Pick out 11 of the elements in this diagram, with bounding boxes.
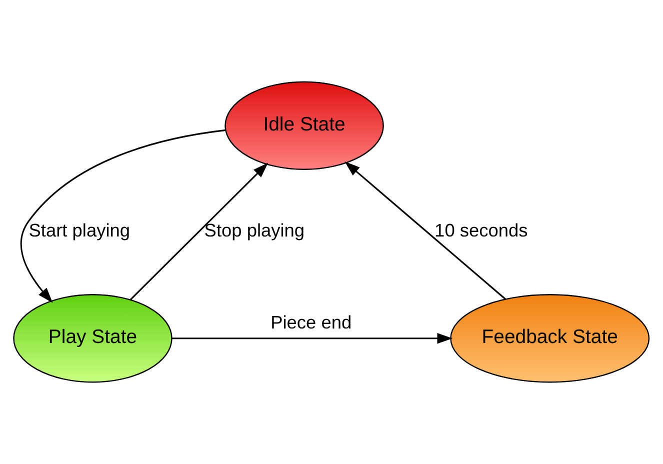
arrow bbox=[172, 333, 453, 344]
edge-label: Stop playing bbox=[204, 219, 305, 240]
arrow bbox=[344, 161, 506, 300]
edge-label: 10 seconds bbox=[434, 219, 528, 240]
node-ellipse: Play State bbox=[13, 294, 172, 383]
arrow bbox=[130, 162, 268, 300]
node-ellipse: Feedback State bbox=[450, 294, 650, 383]
edge-label: Piece end bbox=[270, 312, 352, 333]
node-ellipse: Idle State bbox=[224, 81, 384, 170]
arrow bbox=[20, 129, 226, 303]
edge-label: Start playing bbox=[28, 219, 130, 240]
